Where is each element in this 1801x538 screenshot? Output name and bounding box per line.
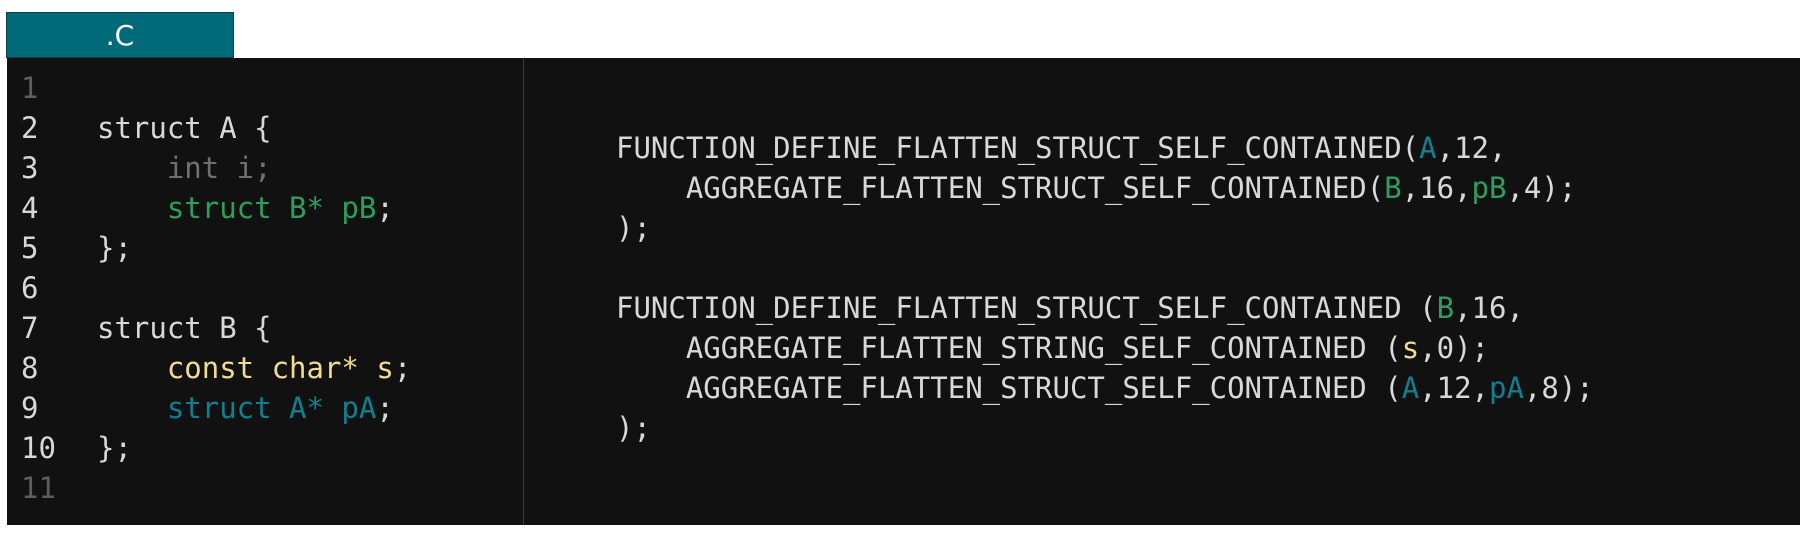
- code-token: B: [1384, 171, 1402, 205]
- code-token: AGGREGATE_FLATTEN_STRUCT_SELF_CONTAINED …: [616, 371, 1402, 405]
- line-number: 10: [21, 431, 56, 465]
- code-line: const char* s;: [97, 348, 411, 388]
- code-line: );: [616, 208, 651, 248]
- code-token: FUNCTION_DEFINE_FLATTEN_STRUCT_SELF_CONT…: [616, 291, 1437, 325]
- line-number: 2: [21, 111, 39, 145]
- code-token: ,16,: [1454, 291, 1524, 325]
- code-token: A: [1401, 371, 1420, 405]
- code-line: AGGREGATE_FLATTEN_STRUCT_SELF_CONTAINED(…: [616, 168, 1576, 208]
- code-token: struct B {: [97, 311, 272, 345]
- code-line: AGGREGATE_FLATTEN_STRING_SELF_CONTAINED …: [616, 328, 1489, 368]
- code-line: FUNCTION_DEFINE_FLATTEN_STRUCT_SELF_CONT…: [616, 288, 1524, 328]
- code-token: s: [1401, 331, 1420, 365]
- code-line: FUNCTION_DEFINE_FLATTEN_STRUCT_SELF_CONT…: [616, 128, 1506, 168]
- code-line: struct B {: [97, 308, 272, 348]
- code-token: FUNCTION_DEFINE_FLATTEN_STRUCT_SELF_CONT…: [616, 131, 1420, 165]
- code-line: struct B* pB;: [97, 188, 394, 228]
- line-number: 11: [21, 471, 56, 505]
- line-number: 4: [21, 191, 39, 225]
- code-token: B: [1436, 291, 1455, 325]
- line-number: 7: [21, 311, 39, 345]
- code-token: };: [97, 431, 132, 465]
- code-token: ,12,: [1419, 371, 1489, 405]
- code-line: );: [616, 408, 651, 448]
- code-token: ;: [376, 391, 394, 425]
- code-token: pB: [1471, 171, 1507, 205]
- code-token: pA: [1489, 371, 1524, 405]
- code-editor: 1 2 3 4 5 6 7 8 9 10 11 struct A { int i…: [7, 58, 1800, 525]
- code-token: ,4);: [1506, 171, 1577, 205]
- code-token: struct B* pB: [97, 191, 377, 225]
- file-tab-label: .C: [105, 19, 135, 52]
- code-token: ,16,: [1401, 171, 1472, 205]
- line-number: 5: [21, 231, 39, 265]
- line-number: 1: [21, 71, 39, 105]
- code-line: struct A* pA;: [97, 388, 394, 428]
- code-token: ,0);: [1419, 331, 1489, 365]
- code-token: const char* s: [97, 351, 394, 385]
- line-number-gutter: 1 2 3 4 5 6 7 8 9 10 11: [7, 58, 77, 505]
- code-line: struct A {: [97, 108, 272, 148]
- line-number: 6: [21, 271, 39, 305]
- code-token: AGGREGATE_FLATTEN_STRUCT_SELF_CONTAINED(: [616, 171, 1385, 205]
- pane-divider: [523, 58, 524, 525]
- code-token: ,12,: [1436, 131, 1507, 165]
- code-token: );: [616, 411, 651, 445]
- code-token: struct A* pA: [97, 391, 377, 425]
- line-number: 3: [21, 151, 39, 185]
- code-token: A: [1419, 131, 1437, 165]
- code-line: };: [97, 428, 132, 468]
- code-token: struct A {: [97, 111, 272, 145]
- code-token: ;: [393, 351, 412, 385]
- code-line: };: [97, 228, 132, 268]
- code-token: ,8);: [1523, 371, 1594, 405]
- line-number: 9: [21, 391, 39, 425]
- code-token: );: [616, 211, 651, 245]
- code-token: ;: [376, 191, 394, 225]
- line-number: 8: [21, 351, 39, 385]
- code-token: };: [97, 231, 132, 265]
- code-token: AGGREGATE_FLATTEN_STRING_SELF_CONTAINED …: [616, 331, 1402, 365]
- file-tab[interactable]: .C: [6, 12, 234, 58]
- code-line: int i;: [97, 148, 272, 188]
- code-line: AGGREGATE_FLATTEN_STRUCT_SELF_CONTAINED …: [616, 368, 1594, 408]
- code-token: int i;: [97, 151, 272, 185]
